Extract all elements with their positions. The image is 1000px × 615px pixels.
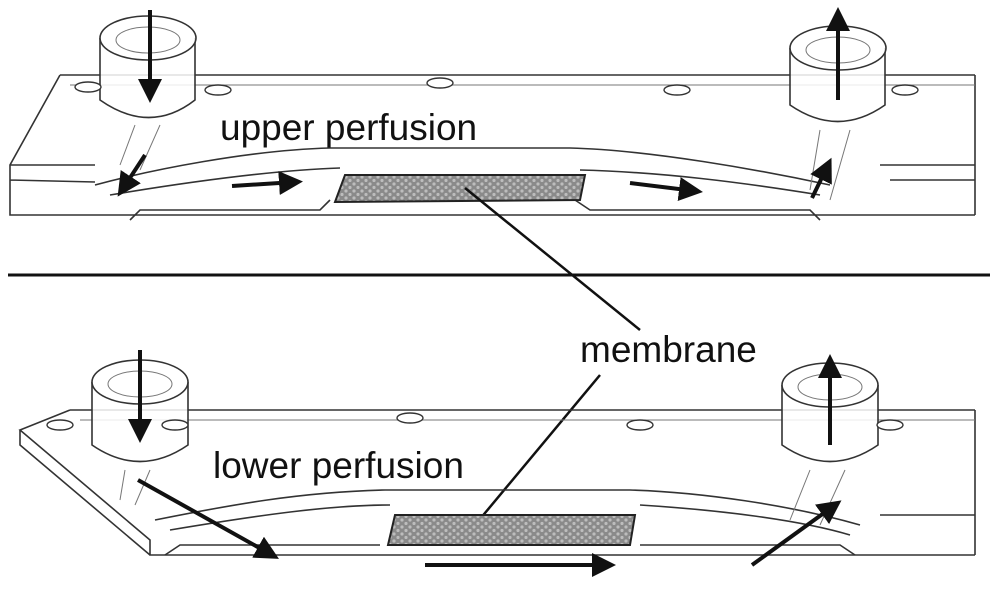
lower-up-arrow xyxy=(750,500,842,567)
upper-perfusion-label: upper perfusion xyxy=(220,107,477,148)
membrane-leader-lower xyxy=(474,374,601,526)
upper-plate-outline xyxy=(9,74,976,216)
plate-holes xyxy=(46,77,919,431)
upper-down-arrow xyxy=(117,153,147,197)
upper-flow-arrow-1 xyxy=(231,171,303,195)
upper-inlet-port xyxy=(99,15,197,171)
lower-plate-outline xyxy=(18,409,976,556)
upper-chamber: upper perfusion xyxy=(9,7,976,221)
upper-membrane xyxy=(333,174,587,204)
lower-perfusion-label: lower perfusion xyxy=(213,445,464,486)
membrane-leader-upper xyxy=(464,187,641,331)
upper-up-arrow xyxy=(810,157,832,199)
lower-down-arrow xyxy=(137,478,279,559)
lower-channel xyxy=(154,489,861,556)
lower-membrane xyxy=(386,514,637,546)
upper-flow-arrow-2 xyxy=(629,177,703,201)
membrane-label: membrane xyxy=(580,329,757,370)
lower-chamber: lower perfusion xyxy=(18,350,976,577)
